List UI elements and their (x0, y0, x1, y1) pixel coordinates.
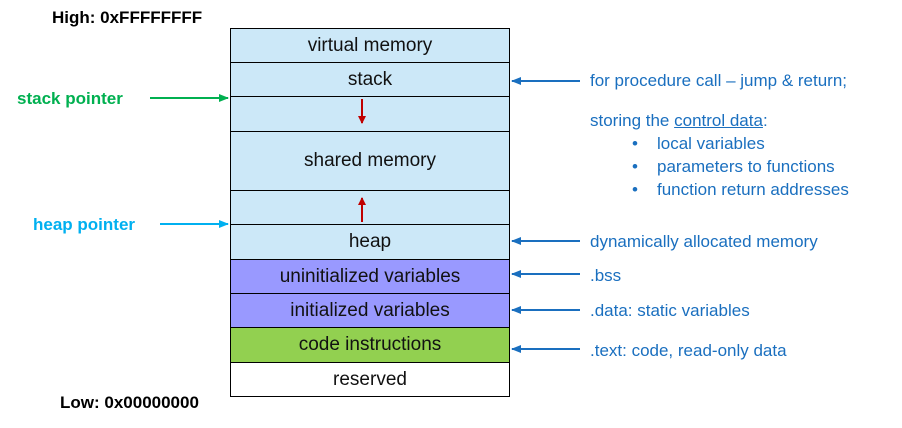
stack-note: for procedure call – jump & return; (590, 71, 848, 90)
segment-uninitialized-variables: uninitialized variables (230, 259, 510, 294)
segment-label: reserved (333, 368, 407, 390)
bullet-icon: • (632, 180, 638, 199)
list-item-text: parameters to functions (657, 157, 835, 176)
segment-shared-memory: shared memory (230, 131, 510, 191)
bullet-icon: • (632, 157, 638, 176)
heap-pointer-label: heap pointer (33, 215, 136, 234)
segment-label: uninitialized variables (279, 265, 461, 287)
high-address-label: High: 0xFFFFFFFF (52, 8, 203, 27)
segment-reserved: reserved (230, 362, 510, 397)
segment-initialized-variables: initialized variables (230, 293, 510, 328)
list-item-text: function return addresses (657, 180, 849, 199)
control-data-list: • local variables • parameters to function… (632, 132, 849, 201)
heap-note: dynamically allocated memory (590, 232, 818, 251)
segment-label: initialized variables (290, 299, 450, 321)
bss-note: .bss (590, 266, 622, 285)
list-item: • parameters to functions (632, 155, 849, 178)
low-address-label: Low: 0x00000000 (60, 393, 199, 412)
bullet-icon: • (632, 134, 638, 153)
segment-label: shared memory (304, 150, 436, 171)
segment-heap: heap (230, 224, 510, 260)
segment-label: heap (348, 231, 392, 252)
segment-virtual-memory: virtual memory (230, 28, 510, 63)
segment-stack: stack (230, 62, 510, 97)
list-item: • local variables (632, 132, 849, 155)
segment-stack-growth (230, 96, 510, 132)
control-data-term: control data (674, 111, 763, 130)
data-note: .data: static variables (590, 301, 750, 320)
text-note: .text: code, read-only data (590, 341, 787, 360)
stack-pointer-label: stack pointer (17, 89, 123, 108)
segment-label: virtual memory (307, 34, 433, 56)
control-data-note: storing the control data: (590, 111, 768, 131)
list-item-text: local variables (657, 134, 765, 153)
control-data-suffix: : (762, 111, 768, 130)
segment-code-instructions: code instructions (230, 327, 510, 363)
list-item: • function return addresses (632, 178, 849, 201)
control-data-prefix: storing the (590, 111, 675, 130)
segment-label: code instructions (298, 334, 442, 355)
segment-label: stack (347, 68, 393, 90)
